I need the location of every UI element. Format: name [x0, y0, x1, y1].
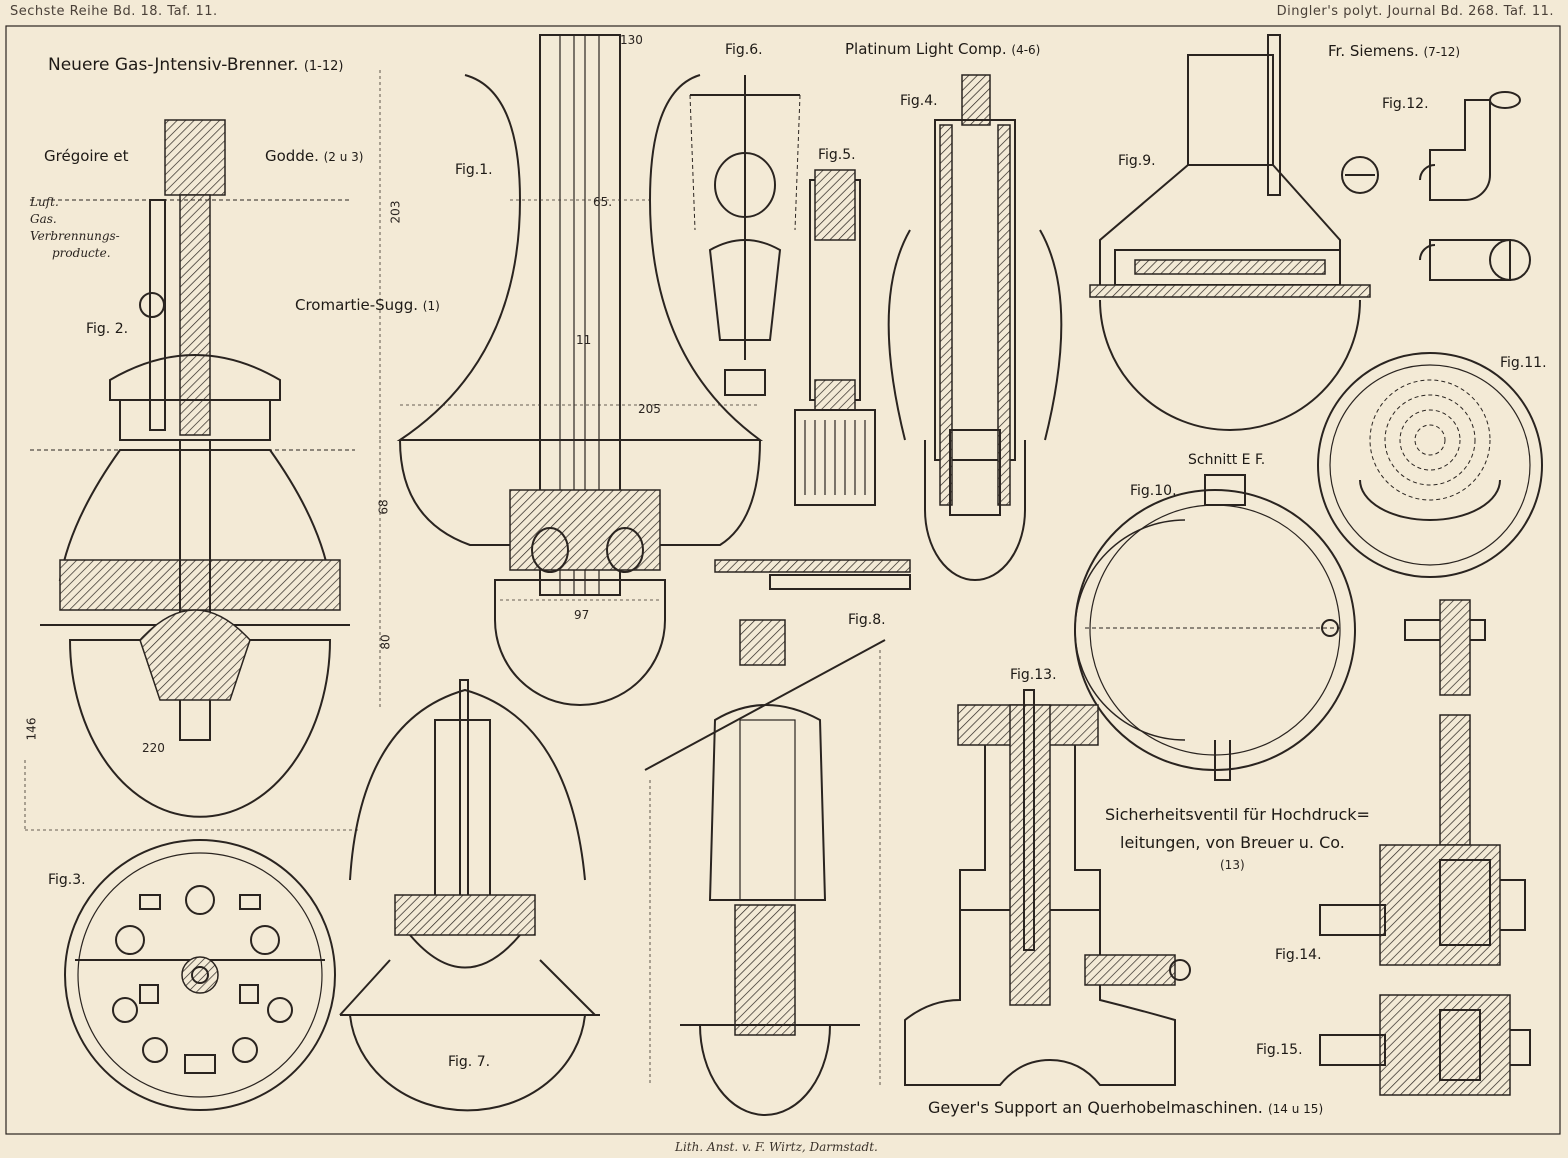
fig8-label: Fig.8.: [848, 612, 886, 628]
title-godde-ref: (2 u 3): [323, 150, 364, 164]
title-schnitt: Schnitt E F.: [1188, 452, 1266, 468]
fig7-label: Fig. 7.: [448, 1054, 491, 1070]
title-safety-line2: leitungen, von Breuer u. Co.: [1120, 833, 1345, 852]
title-siemens-ref: (7-12): [1423, 45, 1461, 59]
fig15-drawing: [1319, 994, 1531, 1096]
title-gregoire: Grégoire et: [44, 147, 129, 165]
title-cromartie-ref: (1): [422, 299, 440, 313]
dim-203: 203: [388, 200, 403, 224]
title-godde: Godde. (2 u 3): [265, 147, 364, 165]
title-platinum-text: Platinum Light Comp.: [845, 40, 1007, 58]
legend-gas: Gas.: [30, 212, 57, 226]
fig15-label: Fig.15.: [1256, 1042, 1303, 1058]
title-geyer-text: Geyer's Support an Querhobelmaschinen.: [928, 1098, 1263, 1117]
title-platinum-ref: (4-6): [1011, 43, 1041, 57]
title-siemens-text: Fr. Siemens.: [1328, 42, 1419, 60]
title-siemens: Fr. Siemens. (7-12): [1328, 42, 1460, 60]
title-cromartie-text: Cromartie-Sugg.: [295, 296, 418, 314]
fig10-label: Fig.10.: [1130, 483, 1177, 499]
title-main-text: Neuere Gas-Jntensiv-Brenner.: [48, 55, 299, 75]
fig11-drawing: [1317, 352, 1543, 578]
fig12-drawing: [1341, 91, 1531, 281]
header-right: Dingler's polyt. Journal Bd. 268. Taf. 1…: [1276, 4, 1554, 19]
title-geyer-ref: (14 u 15): [1267, 1102, 1324, 1116]
fig12-label: Fig.12.: [1382, 96, 1429, 112]
legend-luft: Luft.: [30, 195, 59, 209]
fig1-label: Fig.1.: [455, 162, 493, 178]
title-godde-text: Godde.: [265, 147, 319, 165]
dim-220: 220: [142, 741, 165, 755]
fig11-label: Fig.11.: [1500, 355, 1547, 371]
fig14-drawing: [1319, 599, 1526, 966]
fig4-drawing: [887, 74, 1063, 581]
dim-97: 97: [574, 608, 590, 622]
fig6-drawing: [689, 75, 801, 396]
title-main: Neuere Gas-Jntensiv-Brenner. (1-12): [48, 55, 343, 75]
dim-130: 130: [620, 33, 643, 47]
title-geyer: Geyer's Support an Querhobelmaschinen. (…: [928, 1098, 1323, 1117]
fig10-drawing: [1074, 474, 1356, 781]
fig14-label: Fig.14.: [1275, 947, 1322, 963]
fig2-drawing: [24, 119, 360, 831]
fig5-label: Fig.5.: [818, 147, 856, 163]
dim-146: 146: [24, 717, 39, 741]
title-cromartie: Cromartie-Sugg. (1): [295, 296, 440, 314]
footer-lithographer: Lith. Anst. v. F. Wirtz, Darmstadt.: [675, 1140, 878, 1154]
dim-65: 65.: [593, 195, 613, 209]
legend-verbrennung-1: Verbrennungs-: [30, 229, 120, 243]
fig3-drawing: [64, 839, 336, 1111]
fig7-drawing: [339, 679, 600, 1112]
dim-80: 80: [378, 634, 393, 650]
fig5-drawing: [794, 169, 876, 506]
fig4-label: Fig.4.: [900, 93, 938, 109]
title-main-ref: (1-12): [303, 59, 344, 74]
title-safety-ref: (13): [1220, 858, 1245, 872]
fig9-label: Fig.9.: [1118, 153, 1156, 169]
fig1-drawing: [379, 34, 764, 710]
header-left: Sechste Reihe Bd. 18. Taf. 11.: [10, 4, 218, 19]
dim-205: 205: [638, 402, 661, 416]
fig8-drawing: [644, 559, 911, 1116]
title-safety-line1: Sicherheitsventil für Hochdruck=: [1105, 805, 1370, 824]
legend-verbrennung-2: producte.: [52, 246, 111, 260]
dim-68: 68: [376, 499, 391, 515]
fig13-drawing: [904, 689, 1191, 1086]
fig2-label: Fig. 2.: [86, 321, 129, 337]
fig9-drawing: [1089, 34, 1371, 431]
fig6-label: Fig.6.: [725, 42, 763, 58]
plate-border: [5, 25, 1561, 1135]
fig13-label: Fig.13.: [1010, 667, 1057, 683]
title-platinum: Platinum Light Comp. (4-6): [845, 40, 1040, 58]
dim-11: 11: [576, 333, 592, 347]
fig3-label: Fig.3.: [48, 872, 86, 888]
